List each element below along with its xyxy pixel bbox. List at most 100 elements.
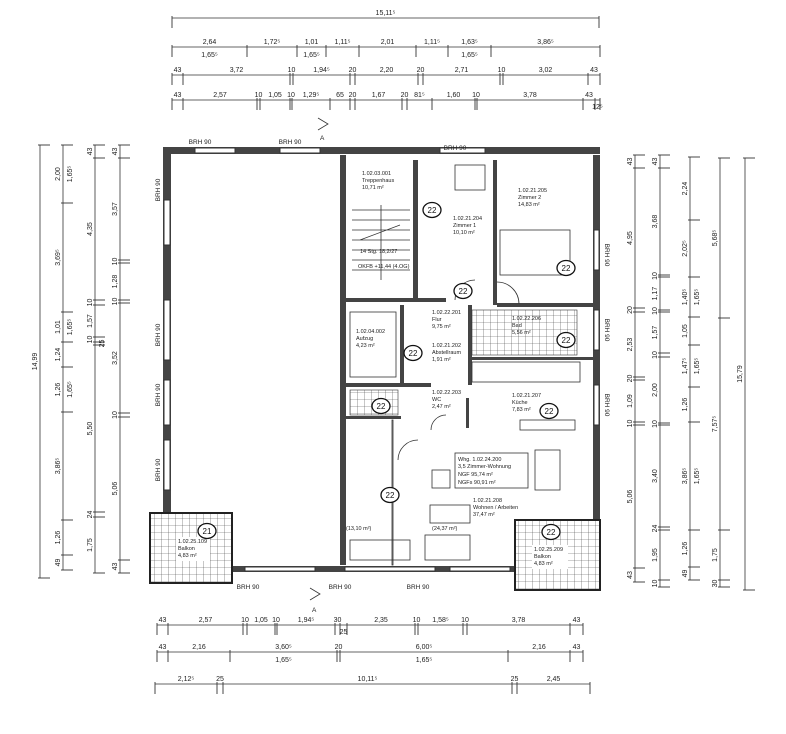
dimension-label: 2,57 (199, 617, 213, 624)
stair-steps: 14 Stg. 18,2/27 (360, 249, 397, 255)
room-area: 2,47 m² (432, 404, 451, 410)
dimension-sublabel: 1,65⁵ (461, 52, 478, 59)
dimension-chain-top: 15,11⁵ (171, 10, 600, 28)
dimension-label: 1,26 (55, 383, 62, 397)
dimension-label: 3,72 (230, 67, 244, 74)
label-backdrop (176, 537, 210, 561)
dimension-sublabel: 1,65⁵ (694, 468, 701, 485)
dimension-label: 1,63⁵ (461, 39, 478, 46)
dimension-label: 25 (216, 676, 224, 683)
dimension-label: 6,00⁵ (416, 644, 433, 651)
interior-wall (493, 160, 497, 305)
badge-circle (403, 344, 423, 362)
dimension-label: 10 (255, 92, 263, 99)
dimension-label: 43 (585, 92, 593, 99)
dimension-label: 4,35 (87, 222, 94, 236)
bed (499, 229, 571, 276)
dimension-label: 3,52 (112, 351, 119, 365)
room-zimmer1: 1.02.21.204 Zimmer 1 10,10 m² (453, 216, 482, 236)
dimension-label: 3,60⁵ (275, 644, 292, 651)
interior-wall (466, 398, 469, 428)
brh-label: BRH 90 (155, 178, 162, 201)
section-arrow-icon (309, 587, 321, 601)
fire-zone-badge: 22 (371, 397, 391, 415)
dimension-label: 1,26 (682, 398, 689, 412)
room-flur: 1.02.22.201 Flur 9,75 m² (432, 310, 461, 330)
dimension-label: 10 (241, 617, 249, 624)
dimension-label: 2,45 (547, 676, 561, 683)
apartment-type: 3,5 Zimmer-Wohnung (458, 464, 511, 470)
room-name: Bad (512, 323, 522, 329)
dimension-chain-left: 2,003,69⁵1,011,241,263,86⁵1,26491,65⁵1,6… (55, 144, 74, 571)
interior-wall (470, 357, 593, 360)
dimension-label: 1,94⁵ (298, 617, 315, 624)
badge-circle (371, 397, 391, 415)
desk (349, 539, 411, 561)
apartment-ngfs: NGFs 90,91 m² (458, 480, 496, 486)
dimension-label: 3,02 (539, 67, 553, 74)
dimension-label: 25 (340, 629, 348, 636)
interior-wall (400, 305, 404, 385)
dimension-label: 5,06 (112, 482, 119, 496)
dimension-label: 20 (401, 92, 409, 99)
dimension-label: 1,05 (268, 92, 282, 99)
brh-label: BRH 90 (603, 394, 610, 417)
room-id: 1.02.21.202 (432, 343, 461, 349)
window (344, 566, 436, 572)
dimension-sublabel: 1,65⁵ (416, 657, 433, 664)
apartment-id: Whg. 1.02.24.200 (458, 457, 501, 463)
dimension-label: 1,11⁵ (334, 39, 350, 46)
apartment-info-box (454, 452, 529, 489)
badge-circle (556, 259, 576, 277)
dimension-label: 43 (627, 571, 634, 579)
dimension-label: 1,01 (305, 39, 319, 46)
armchair (431, 469, 451, 489)
room-name: Balkon (178, 546, 195, 552)
dimension-label: 30 (712, 580, 719, 588)
dimension-label: 43 (590, 67, 598, 74)
room-id: 1.02.04.002 (356, 329, 385, 335)
dimension-label: 2,64 (203, 39, 217, 46)
dimension-label: 10 (652, 307, 659, 315)
badge-circle (541, 523, 561, 541)
dimension-label: 10,11⁵ (358, 676, 378, 683)
outer-wall-top (163, 147, 600, 154)
dimension-label: 24 (652, 525, 659, 533)
dimension-label: 1,72⁵ (264, 39, 281, 46)
badge-label: 22 (377, 402, 386, 411)
room-wc: 1.02.22.203 WC 2,47 m² (432, 390, 461, 410)
dimension-label: 10 (288, 67, 296, 74)
dimension-label: 2,12⁵ (178, 676, 195, 683)
dimension-label: 20 (627, 375, 634, 383)
dimension-label: 49 (55, 559, 62, 567)
dimension-label: 1,95 (652, 548, 659, 562)
apartment-info: Whg. 1.02.24.200 3,5 Zimmer-Wohnung NGF … (458, 457, 511, 486)
room-labels: 1.02.03.001 Treppenhaus 10,71 m² 14 Stg.… (176, 171, 568, 569)
window (593, 229, 600, 271)
dimension-label: 24 (87, 511, 94, 519)
balcony-left (149, 512, 233, 584)
room-name: Balkon (534, 554, 551, 560)
room-balkon-right: 1.02.25.209 Balkon 4,83 m² (532, 545, 568, 569)
room-part-area: (13,10 m²) (346, 526, 372, 532)
dimension-label: 43 (627, 158, 634, 166)
dimension-label: 1,11⁵ (424, 39, 440, 46)
dimension-label: 43 (112, 563, 119, 571)
badge-label: 22 (547, 528, 556, 537)
badge-label: 22 (386, 491, 395, 500)
badge-label: 21 (203, 527, 212, 536)
dimension-label: 10 (461, 617, 469, 624)
dimension-label: 3,78 (523, 92, 537, 99)
dimension-label: 10 (627, 420, 634, 428)
dimension-sublabel: 1,65⁵ (694, 289, 701, 306)
badge-label: 22 (459, 287, 468, 296)
dimension-label: 10 (652, 272, 659, 280)
room-name: Flur (432, 317, 442, 323)
